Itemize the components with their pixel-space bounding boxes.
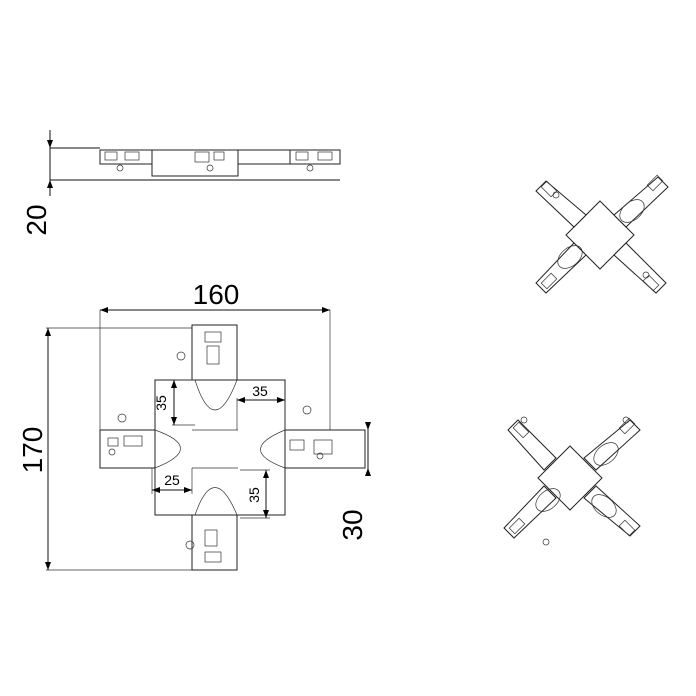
- dimension-label-20: 20: [21, 204, 52, 235]
- dimension-label-25: 25: [164, 472, 180, 488]
- dimension-label-170: 170: [17, 427, 48, 474]
- dimension-arm-height: 30: [337, 422, 371, 541]
- dimension-label-30: 30: [337, 509, 368, 540]
- isometric-view-bottom: [503, 416, 641, 546]
- dimension-label-160: 160: [193, 279, 240, 310]
- dimension-offset-top-arm: 35: [153, 379, 195, 426]
- dimension-width-total: 160: [100, 279, 330, 313]
- dimension-label-35-top: 35: [153, 395, 169, 411]
- center-hub: [154, 379, 286, 516]
- dimension-label-35-bottom: 35: [246, 487, 262, 503]
- dimension-label-35-right: 35: [252, 383, 268, 399]
- isometric-view-top: [535, 174, 669, 294]
- dimension-height-side: 20: [21, 130, 53, 236]
- dimension-offset-bottom-arm: 35: [240, 469, 270, 519]
- plan-view: [46, 310, 366, 571]
- bottom-arm: [191, 514, 238, 571]
- side-view: [50, 147, 341, 181]
- top-arm: [191, 324, 238, 381]
- right-arm: [284, 429, 366, 469]
- dimension-offset-right-arm: 35: [236, 383, 286, 430]
- dimension-height-total: 170: [17, 328, 51, 570]
- dimension-offset-left-arm: 25: [151, 468, 193, 494]
